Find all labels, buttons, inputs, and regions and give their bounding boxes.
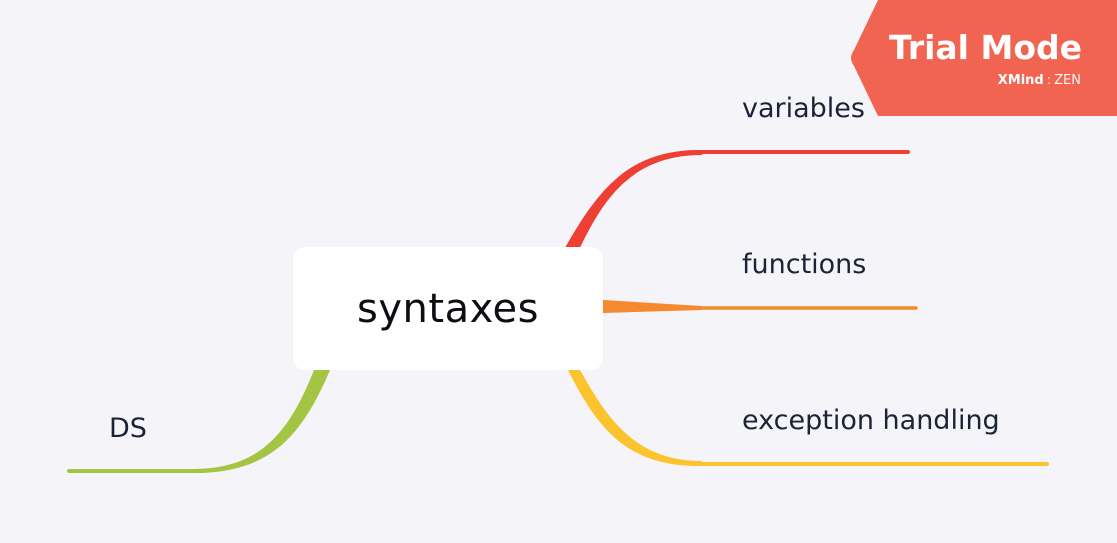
- brand-separator: :: [1046, 73, 1052, 88]
- brand-zen: ZEN: [1054, 73, 1081, 88]
- xmind-zen-brand: XMind:ZEN: [998, 73, 1081, 88]
- brand-xmind: XMind: [997, 73, 1044, 88]
- topic-variables[interactable]: variables: [742, 93, 865, 124]
- trial-banner-shape: [851, 0, 1117, 116]
- trial-mode-banner[interactable]: Trial Mode XMind:ZEN: [846, 0, 1117, 116]
- central-topic[interactable]: syntaxes: [293, 247, 603, 370]
- branch-functions-taper: [603, 300, 702, 313]
- branch-exception-taper: [568, 370, 702, 467]
- topic-functions[interactable]: functions: [742, 249, 867, 280]
- topic-exception-handling[interactable]: exception handling: [742, 405, 1000, 436]
- branch-ds: [67, 368, 322, 473]
- branch-variables: [564, 150, 910, 252]
- branch-ds-taper: [195, 370, 330, 473]
- central-topic-label: syntaxes: [357, 285, 539, 332]
- trial-mode-title: Trial Mode: [888, 28, 1082, 67]
- branch-variables-taper: [566, 149, 702, 252]
- topic-ds[interactable]: DS: [109, 413, 147, 444]
